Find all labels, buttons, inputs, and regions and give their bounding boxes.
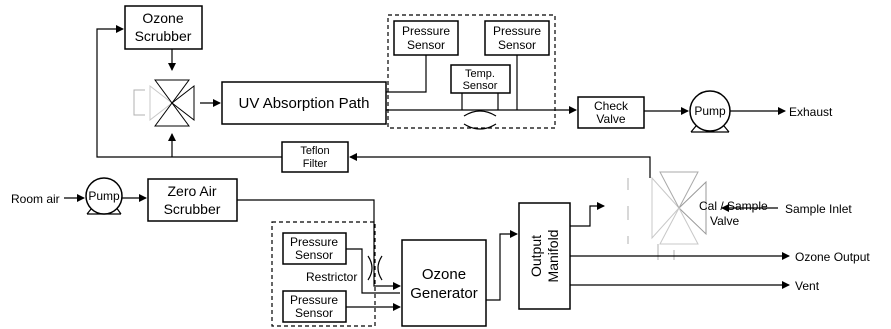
pressure-sensor-top-right: Pressure Sensor (484, 20, 550, 56)
pump-exhaust: Pump (689, 90, 731, 133)
solenoid-valve-top (133, 79, 195, 127)
flow-lines (64, 25, 790, 311)
pressure-sensor-bottom-top: Pressure Sensor (282, 232, 347, 265)
cal-sample-valve-line-1: Cal / Sample (699, 199, 768, 213)
zero-air-scrubber-line-1: Zero Air (167, 183, 216, 199)
pressure-sensor-top-left-line-2: Sensor (407, 38, 445, 52)
pump-exhaust-label: Pump (694, 104, 726, 118)
ozone-scrubber: Ozone Scrubber (124, 5, 203, 50)
zero-air-scrubber: Zero Air Scrubber (147, 178, 238, 222)
output-manifold: Output Manifold (518, 202, 571, 310)
check-valve-line-2: Valve (596, 112, 625, 126)
cal-sample-valve (627, 171, 707, 260)
temp-sensor-line-1: Temp. (465, 68, 495, 80)
pressure-sensor-top-right-line-2: Sensor (498, 38, 536, 52)
teflon-filter-line-2: Filter (303, 158, 328, 170)
sample-inlet-label: Sample Inlet (785, 202, 852, 216)
temp-sensor: Temp. Sensor (450, 64, 511, 94)
output-manifold-line-1: Output (528, 235, 544, 277)
teflon-filter: Teflon Filter (281, 141, 349, 173)
output-manifold-line-2: Manifold (545, 230, 561, 283)
restrictor-label: Restrictor (306, 270, 357, 284)
vent-label: Vent (795, 279, 820, 293)
exhaust-label: Exhaust (789, 105, 833, 119)
pressure-sensor-top-left-line-1: Pressure (402, 24, 450, 38)
pressure-sensor-top-left: Pressure Sensor (393, 20, 459, 56)
ozone-scrubber-label-line-1: Ozone (142, 10, 183, 26)
ozone-scrubber-label-line-2: Scrubber (135, 28, 192, 44)
pressure-sensor-bottom-low-line-2: Sensor (295, 306, 333, 320)
ozone-generator-line-2: Generator (410, 285, 478, 302)
check-valve: Check Valve (577, 96, 645, 129)
zero-air-scrubber-line-2: Scrubber (164, 201, 221, 217)
pump-inlet-label: Pump (88, 189, 120, 203)
cal-sample-valve-line-2: Valve (710, 214, 739, 228)
pressure-sensor-top-right-line-1: Pressure (493, 24, 541, 38)
uv-absorption-path: UV Absorption Path (221, 81, 387, 125)
sensor-enclosure-bottom (271, 221, 376, 327)
pressure-sensor-bottom-low-line-1: Pressure (290, 293, 338, 307)
pressure-sensor-bottom-top-line-1: Pressure (290, 235, 338, 249)
room-air-label: Room air (11, 192, 60, 206)
pump-inlet: Pump (85, 177, 123, 215)
pressure-sensor-bottom-low: Pressure Sensor (282, 290, 347, 323)
pressure-sensor-bottom-top-line-2: Sensor (295, 248, 333, 262)
uv-absorption-path-label: UV Absorption Path (239, 95, 370, 112)
check-valve-line-1: Check (594, 99, 629, 113)
ozone-output-label: Ozone Output (795, 250, 870, 264)
temp-sensor-line-2: Sensor (463, 80, 498, 92)
ozone-generator-line-1: Ozone (422, 266, 466, 283)
ozone-generator: Ozone Generator (401, 239, 487, 327)
teflon-filter-line-1: Teflon (300, 145, 329, 157)
